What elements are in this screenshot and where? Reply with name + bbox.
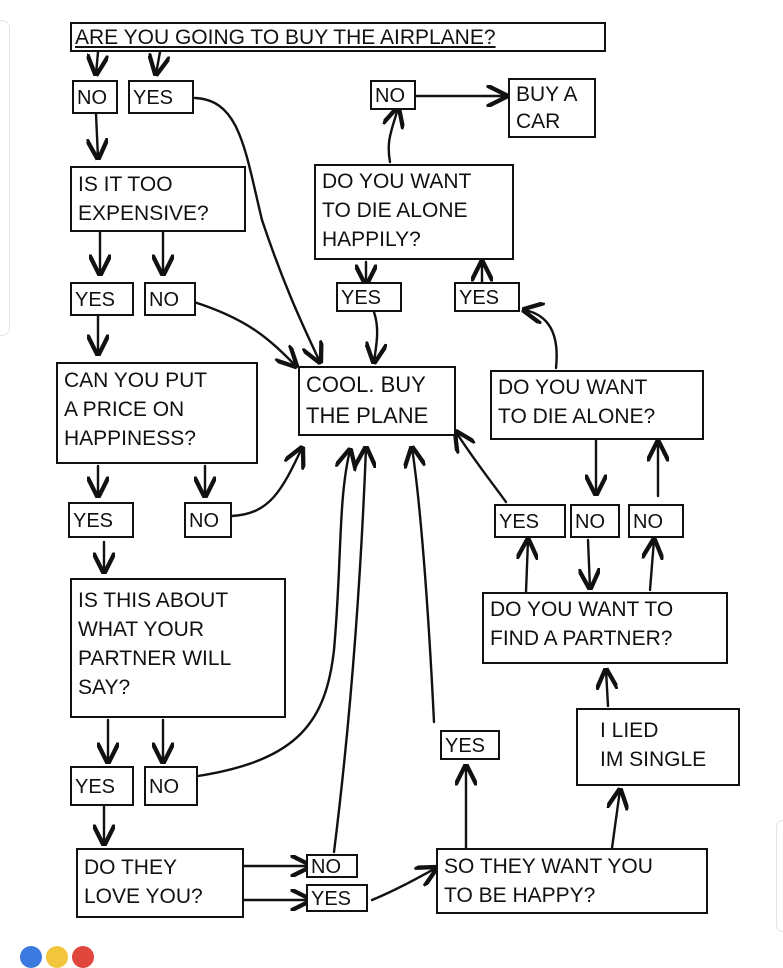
result-buy-the-plane: COOL. BUY THE PLANE [298, 366, 456, 436]
answer-no-expensive: NO [144, 282, 196, 316]
question-die-alone-happily: DO YOU WANT TO DIE ALONE HAPPILY? [314, 164, 514, 260]
answer-no-die-alone-2: NO [628, 504, 684, 538]
answer-no-love: NO [306, 854, 358, 878]
answer-no-die-alone-1: NO [570, 504, 620, 538]
question-find-partner: DO YOU WANT TO FIND A PARTNER? [482, 592, 728, 664]
question-buy-airplane: ARE YOU GOING TO BUY THE AIRPLANE? [70, 22, 606, 52]
answer-yes-die-happily-2: YES [454, 282, 520, 312]
answer-yes-die-alone: YES [494, 504, 566, 538]
result-buy-a-car: BUY A CAR [508, 78, 596, 138]
red-dot-icon [72, 946, 94, 968]
answer-yes-expensive: YES [70, 282, 134, 316]
answer-no-buy: NO [72, 80, 118, 114]
left-edge-scroll-rail [0, 20, 10, 336]
question-too-expensive: IS IT TOO EXPENSIVE? [70, 166, 246, 232]
answer-yes-partner-say: YES [70, 766, 134, 806]
answer-yes-happy: YES [440, 730, 500, 760]
answer-yes-love: YES [306, 884, 368, 912]
question-want-you-happy: SO THEY WANT YOU TO BE HAPPY? [436, 848, 708, 914]
answer-yes-die-happily-1: YES [336, 282, 402, 312]
question-die-alone: DO YOU WANT TO DIE ALONE? [490, 370, 704, 440]
yellow-dot-icon [46, 946, 68, 968]
question-partner-will-say: IS THIS ABOUT WHAT YOUR PARTNER WILL SAY… [70, 578, 286, 718]
answer-yes-buy: YES [128, 80, 194, 114]
question-love-you: DO THEY LOVE YOU? [76, 848, 244, 918]
color-dots [20, 946, 94, 968]
answer-no-partner-say: NO [144, 766, 198, 806]
right-edge-scroll-rail [776, 820, 783, 932]
note-i-lied-single: I LIED IM SINGLE [576, 708, 740, 786]
blue-dot-icon [20, 946, 42, 968]
answer-no-die-happily: NO [370, 80, 416, 110]
question-price-on-happiness: CAN YOU PUT A PRICE ON HAPPINESS? [56, 362, 258, 464]
answer-no-price: NO [184, 502, 232, 538]
answer-yes-price: YES [68, 502, 134, 538]
